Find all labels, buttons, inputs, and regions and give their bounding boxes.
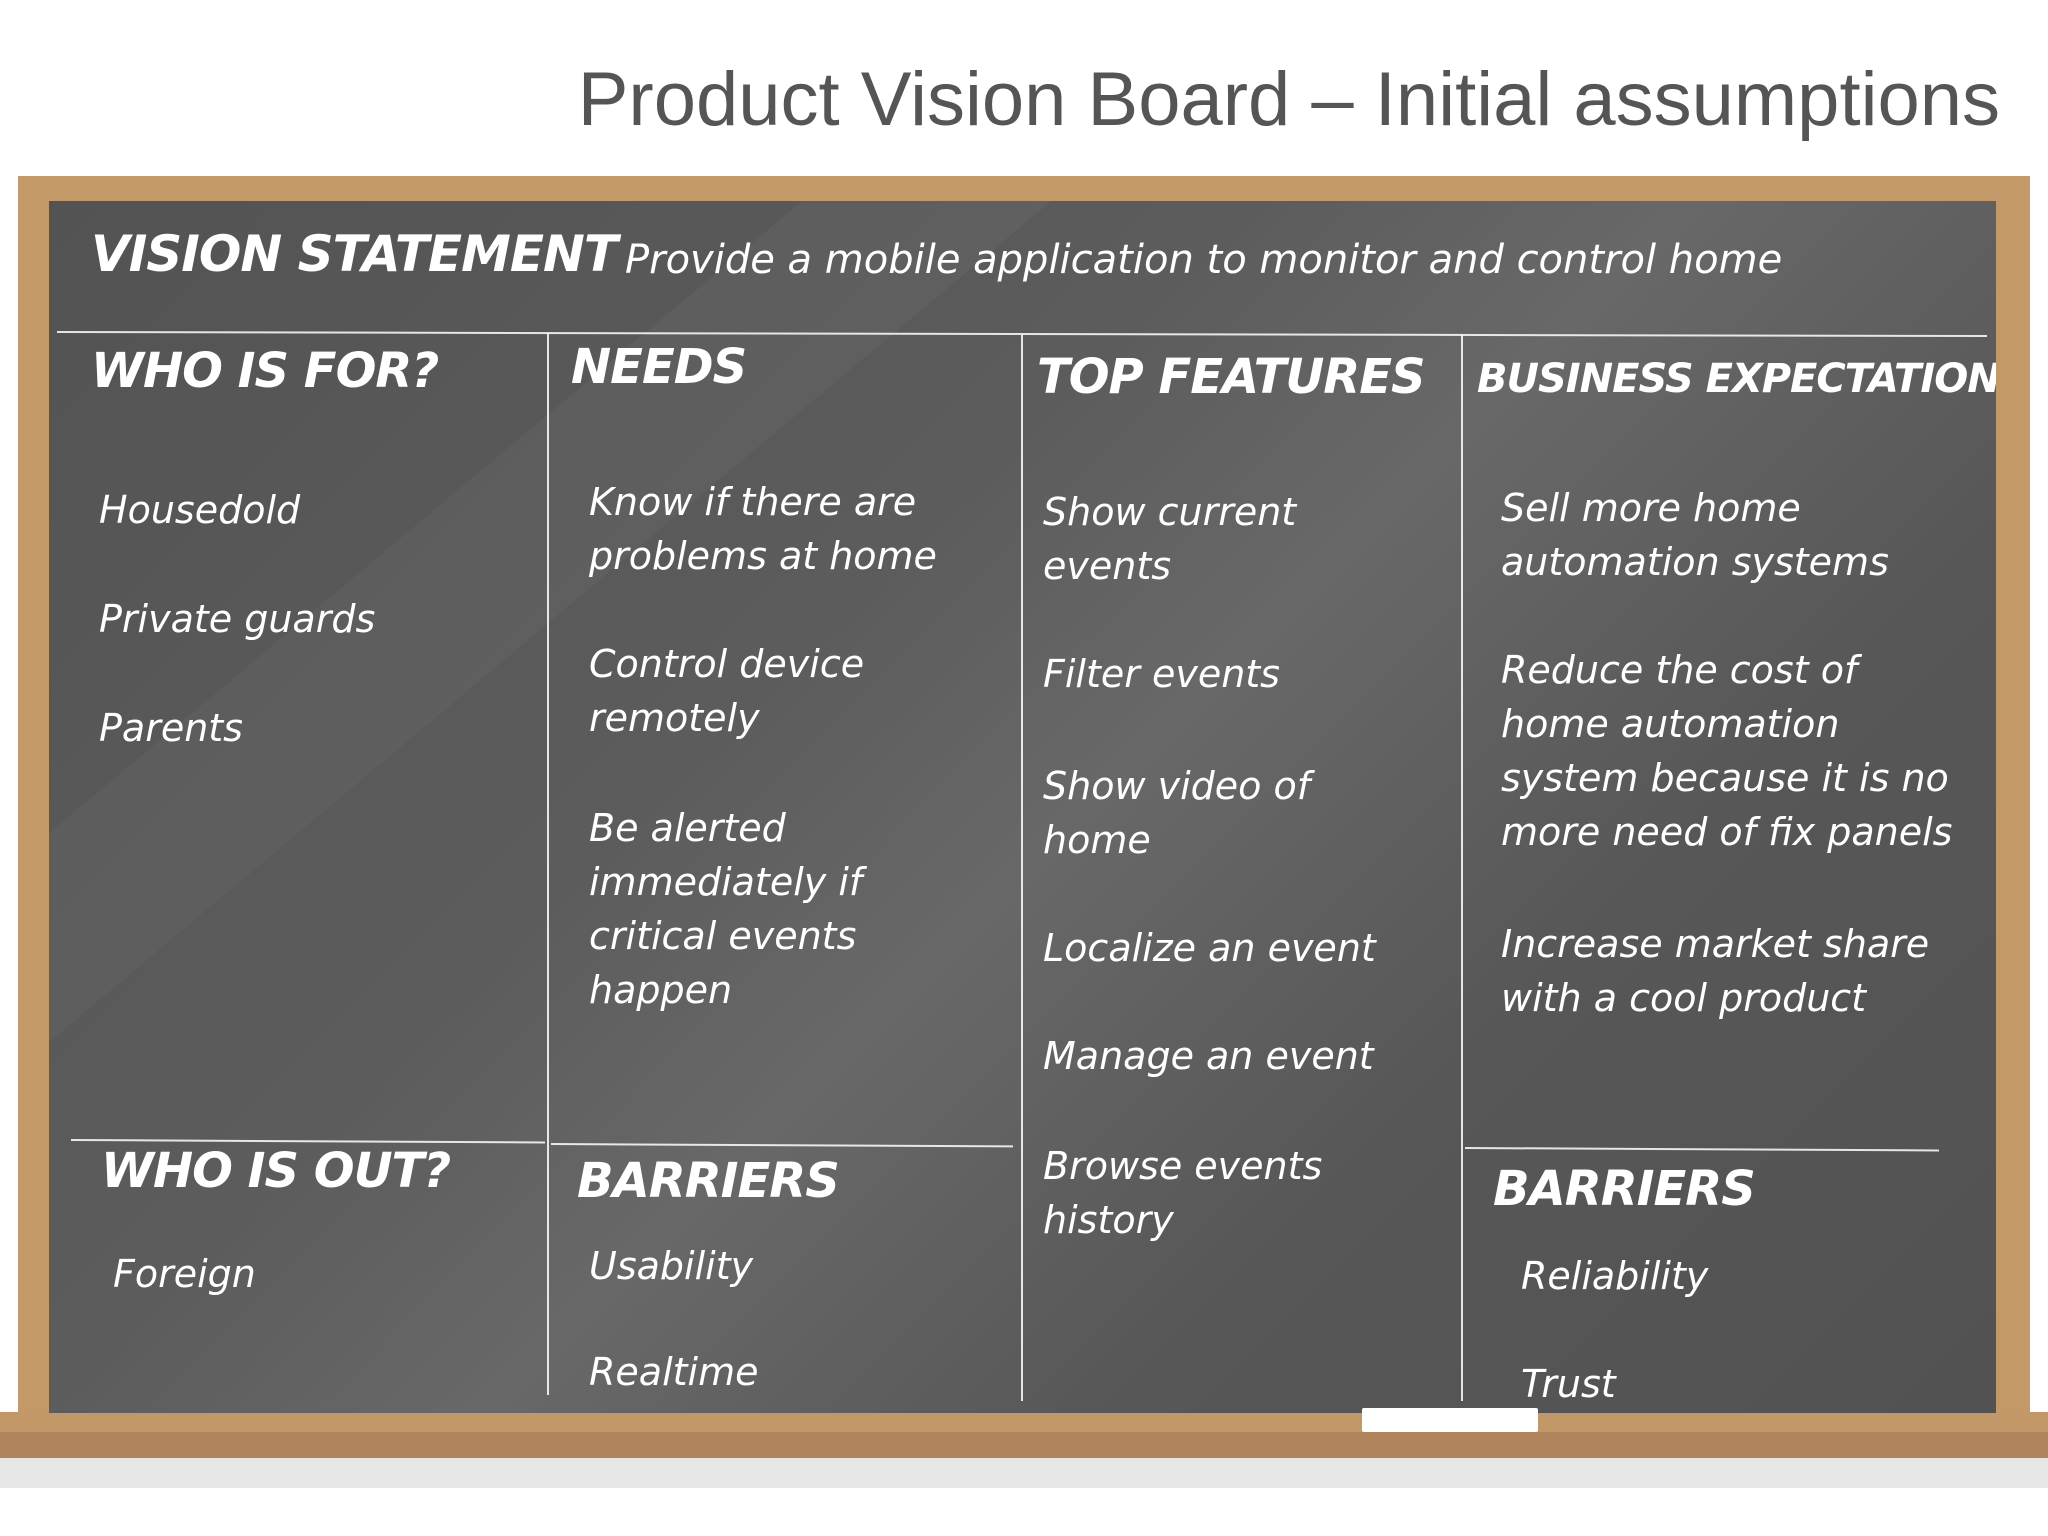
who-is-for-heading: WHO IS FOR?: [91, 343, 439, 399]
business-expectations-heading: BUSINESS EXPECTATIONS: [1477, 356, 1996, 402]
board-ledge: [0, 1432, 2048, 1458]
who-is-for-item: Parents: [99, 706, 243, 750]
needs-item: Control device remotely: [589, 642, 865, 740]
business-expectations-item: Reduce the cost of home automation syste…: [1501, 648, 1953, 854]
needs-barriers-item: Realtime: [589, 1350, 759, 1394]
needs-item: Know if there are problems at home: [589, 480, 937, 578]
divider-business-barriers: [1464, 1147, 1939, 1152]
top-features-item: Browse events history: [1043, 1144, 1323, 1242]
divider-col-3: [1461, 335, 1463, 1401]
needs-barriers-heading: BARRIERS: [577, 1153, 840, 1209]
divider-col-2: [1021, 335, 1023, 1401]
business-barriers-item: Trust: [1521, 1362, 1616, 1406]
page-title: Product Vision Board – Initial assumptio…: [577, 57, 2000, 142]
top-features-heading: TOP FEATURES: [1037, 349, 1426, 405]
board-ledge-top: [0, 1412, 2048, 1434]
business-barriers-heading: BARRIERS: [1493, 1161, 1756, 1217]
board-ledge-shadow: [0, 1458, 2048, 1488]
top-features-item: Manage an event: [1043, 1034, 1374, 1078]
top-features-item: Filter events: [1043, 652, 1280, 696]
needs-barriers-item: Usability: [589, 1244, 754, 1288]
who-is-out-heading: WHO IS OUT?: [101, 1143, 451, 1199]
top-features-item: Show current events: [1043, 490, 1297, 588]
chalk-piece: [1362, 1408, 1538, 1432]
needs-heading: NEEDS: [571, 339, 747, 395]
business-expectations-item: Sell more home automation systems: [1501, 486, 1889, 584]
divider-col-1: [547, 333, 549, 1395]
business-barriers-item: Reliability: [1521, 1254, 1709, 1298]
chalkboard: VISION STATEMENT Provide a mobile applic…: [49, 201, 1996, 1413]
needs-item: Be alerted immediately if critical event…: [589, 806, 863, 1012]
who-is-for-item: Private guards: [99, 597, 376, 641]
divider-needs-barriers: [550, 1143, 1013, 1148]
top-features-item: Localize an event: [1043, 926, 1376, 970]
vision-statement-text: Provide a mobile application to monitor …: [625, 237, 1783, 283]
who-is-out-item: Foreign: [113, 1252, 256, 1296]
top-features-item: Show video of home: [1043, 764, 1311, 862]
who-is-for-item: Housedold: [99, 488, 301, 532]
business-expectations-item: Increase market share with a cool produc…: [1501, 922, 1930, 1020]
vision-statement-heading: VISION STATEMENT: [91, 225, 618, 283]
